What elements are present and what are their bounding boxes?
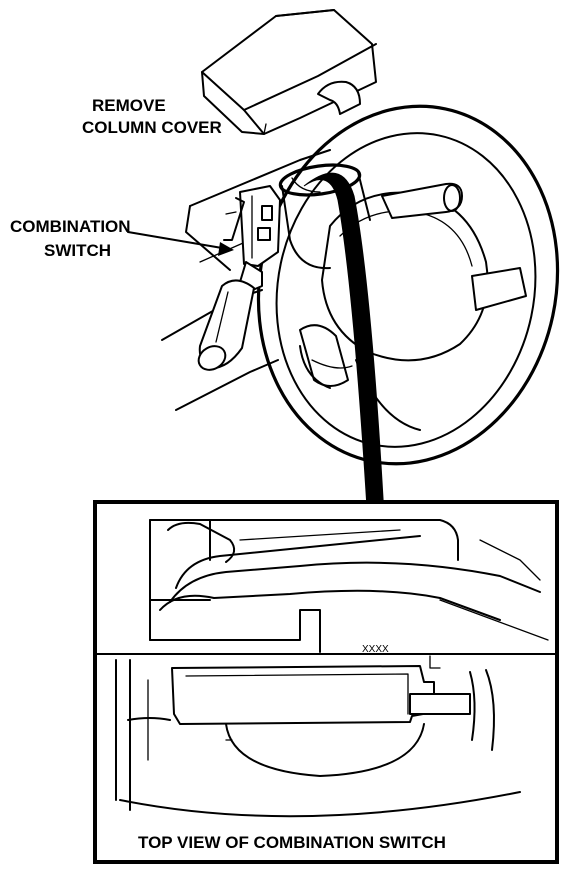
left-stalk <box>197 261 263 371</box>
combination-switch-label-line2: SWITCH <box>44 241 111 260</box>
switch-top-view <box>115 655 521 818</box>
right-stalk <box>381 182 463 219</box>
steering-wheel <box>256 104 560 466</box>
steering-column <box>278 163 371 270</box>
combination-switch <box>223 185 281 267</box>
remove-cover-label-line1: REMOVE <box>92 96 166 115</box>
wiring-harness <box>149 519 549 653</box>
combination-switch-label-line1: COMBINATION <box>10 217 131 236</box>
remove-cover-label-line2: COLUMN COVER <box>82 118 222 137</box>
inset-caption: TOP VIEW OF COMBINATION SWITCH <box>138 833 446 852</box>
part-code-label: XXXX <box>362 644 389 655</box>
top-view-inset: XXXX TOP VIEW OF COMBINATION SWITCH <box>93 500 559 864</box>
combination-switch-leader <box>127 231 234 256</box>
column-cover <box>201 9 377 135</box>
